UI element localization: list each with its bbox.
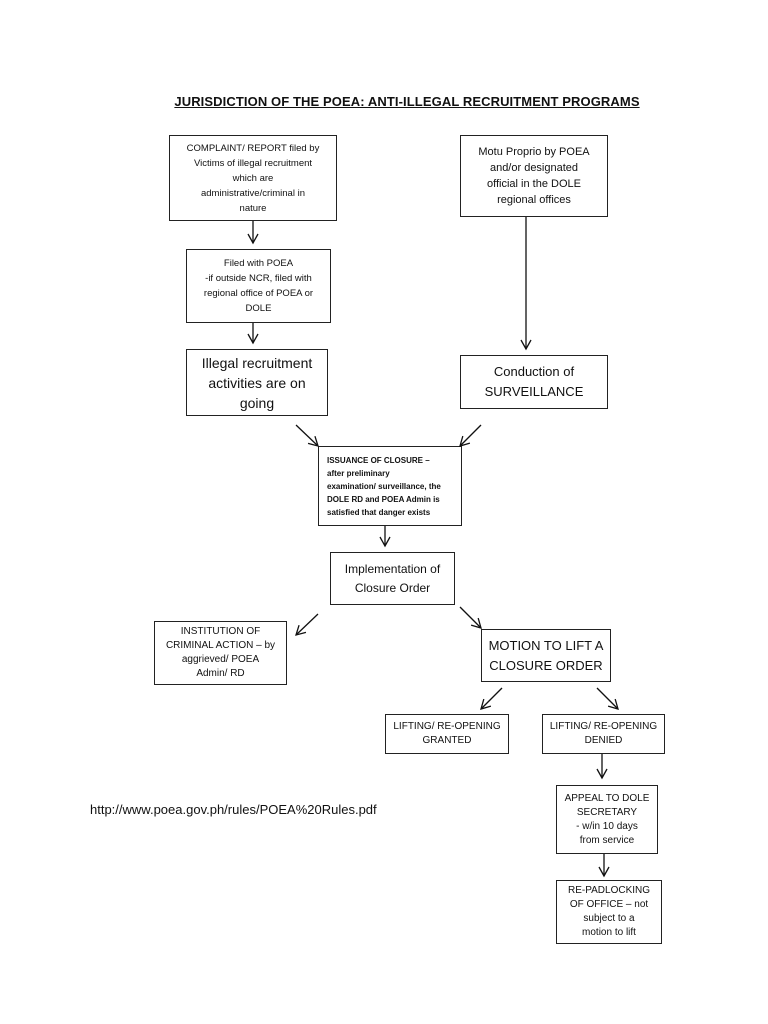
node-motion-lift: MOTION TO LIFT A CLOSURE ORDER [481,629,611,682]
source-url-link[interactable]: http://www.poea.gov.ph/rules/POEA%20Rule… [90,802,377,817]
node-surveillance: Conduction of SURVEILLANCE [460,355,608,409]
node-complaint-text: COMPLAINT/ REPORT filed by Victims of il… [186,142,320,214]
arrow-motion-to-granted [480,687,503,710]
node-issuance-closure-text: ISSUANCE OF CLOSURE – after preliminary … [327,455,441,517]
node-motion-lift-text: MOTION TO LIFT A CLOSURE ORDER [488,637,604,673]
diagram-title: JURISDICTION OF THE POEA: ANTI-ILLEGAL R… [174,94,640,109]
arrow-illegal-to-issuance [295,424,319,447]
node-illegal-ongoing: Illegal recruitment activities are on go… [186,349,328,416]
node-institution-criminal-text: INSTITUTION OF CRIMINAL ACTION – by aggr… [165,626,276,679]
arrow-motion-to-denied [596,687,619,710]
node-filed-with-poea: Filed with POEA -if outside NCR, filed w… [186,249,331,323]
arrow-implementation-to-motion [459,606,482,629]
arrow-surveillance-to-issuance [459,424,482,447]
node-implementation: Implementation of Closure Order [330,552,455,605]
node-repadlocking-text: RE-PADLOCKING OF OFFICE – not subject to… [567,885,651,938]
node-surveillance-text: Conduction of SURVEILLANCE [484,364,584,399]
node-lifting-denied: LIFTING/ RE-OPENING DENIED [542,714,665,754]
node-appeal: APPEAL TO DOLE SECRETARY - w/in 10 days … [556,785,658,854]
node-filed-with-poea-text: Filed with POEA -if outside NCR, filed w… [203,258,314,314]
node-motu-proprio: Motu Proprio by POEA and/or designated o… [460,135,608,217]
arrow-implementation-to-institution [295,613,319,636]
node-lifting-granted-text: LIFTING/ RE-OPENING GRANTED [393,721,501,746]
node-institution-criminal: INSTITUTION OF CRIMINAL ACTION – by aggr… [154,621,287,685]
node-issuance-closure: ISSUANCE OF CLOSURE – after preliminary … [318,446,462,526]
node-motu-proprio-text: Motu Proprio by POEA and/or designated o… [478,146,590,206]
node-illegal-ongoing-text: Illegal recruitment activities are on go… [201,354,313,411]
node-complaint: COMPLAINT/ REPORT filed by Victims of il… [169,135,337,221]
node-lifting-granted: LIFTING/ RE-OPENING GRANTED [385,714,509,754]
node-appeal-text: APPEAL TO DOLE SECRETARY - w/in 10 days … [564,792,650,846]
node-repadlocking: RE-PADLOCKING OF OFFICE – not subject to… [556,880,662,944]
node-lifting-denied-text: LIFTING/ RE-OPENING DENIED [549,721,658,746]
node-implementation-text: Implementation of Closure Order [344,561,441,595]
